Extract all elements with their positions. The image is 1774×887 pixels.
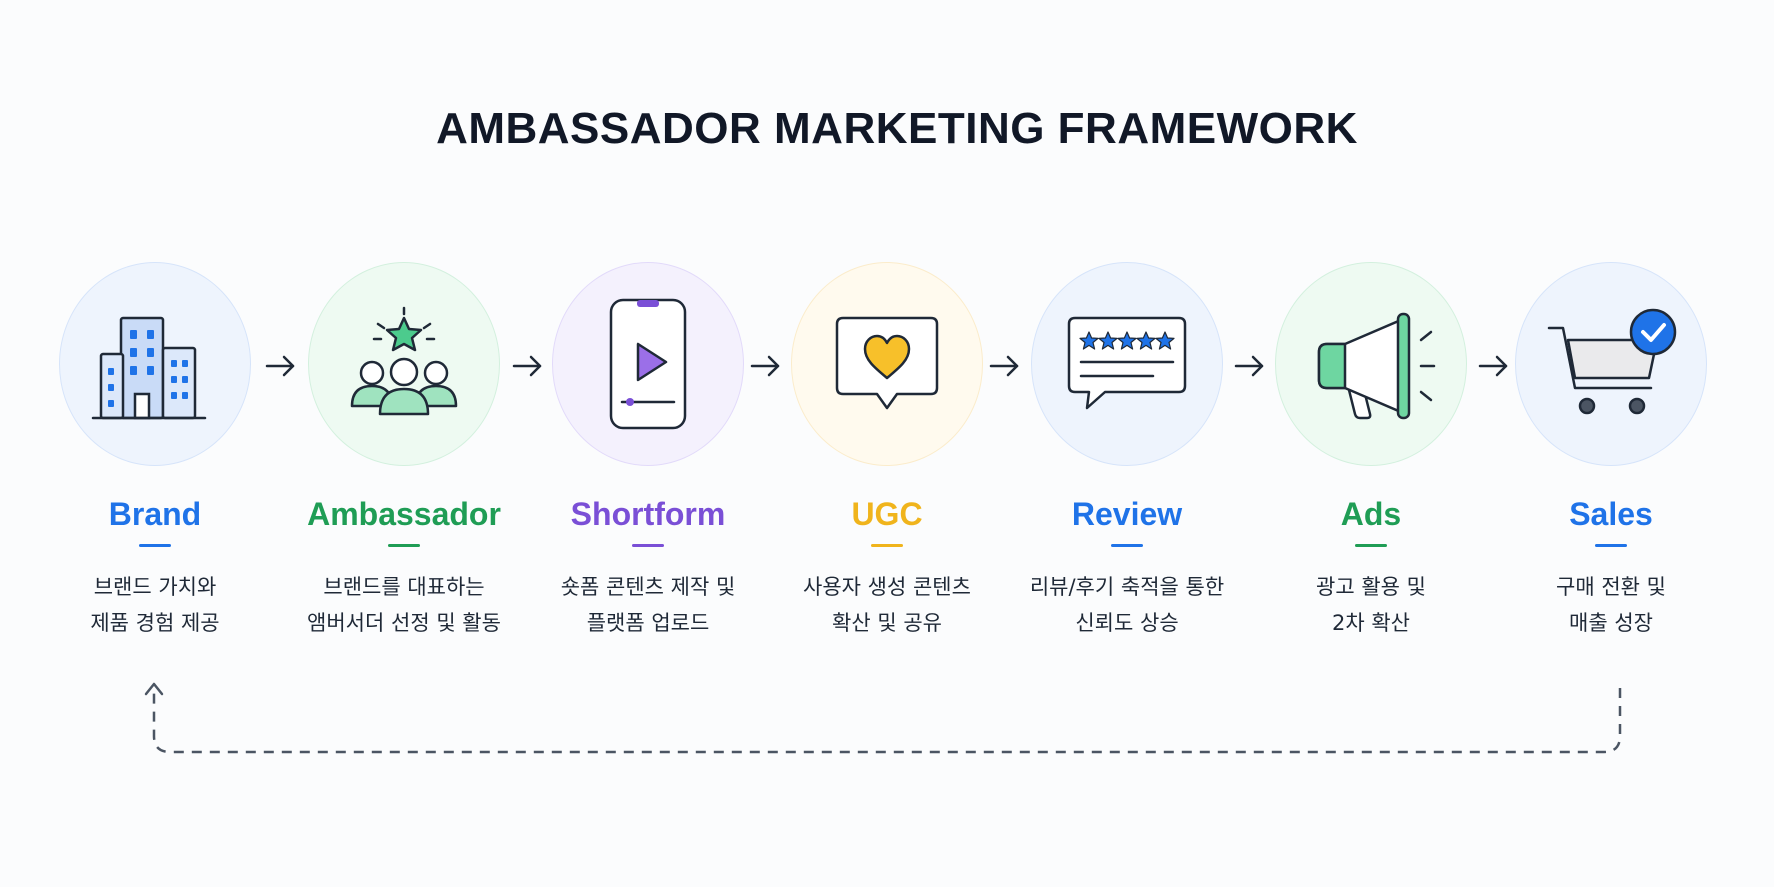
step-underline <box>871 544 903 547</box>
step-description: 숏폼 콘텐츠 제작 및 플랫폼 업로드 <box>561 569 736 641</box>
step-circle <box>1515 262 1707 466</box>
step-description: 리뷰/후기 축적을 통한 신뢰도 상승 <box>1030 569 1224 641</box>
step-label: Ambassador <box>307 496 501 532</box>
heart-chat-icon <box>835 316 939 410</box>
step-label: Review <box>1071 496 1183 532</box>
arrow-right-icon <box>1478 355 1508 377</box>
page-title: AMBASSADOR MARKETING FRAMEWORK <box>436 104 1358 153</box>
step-desc-line: 구매 전환 및 <box>1556 574 1666 599</box>
step-sales: Sales 구매 전환 및 매출 성장 <box>1486 262 1736 641</box>
arrow-right-icon <box>1234 355 1264 377</box>
step-desc-line: 브랜드를 대표하는 <box>323 574 485 599</box>
step-desc-line: 신뢰도 상승 <box>1075 610 1179 635</box>
step-circle <box>1275 262 1467 466</box>
step-desc-line: 브랜드 가치와 <box>93 574 217 599</box>
ambassador-group-icon <box>350 306 458 416</box>
step-underline <box>139 544 171 547</box>
step-desc-line: 광고 활용 및 <box>1316 574 1426 599</box>
arrow-right-icon <box>265 355 295 377</box>
arrow-right-icon <box>989 355 1019 377</box>
step-desc-line: 앰버서더 선정 및 활동 <box>307 610 501 635</box>
shopping-cart-check-icon <box>1547 308 1677 415</box>
smartphone-play-icon <box>609 298 687 430</box>
step-circle <box>1031 262 1223 466</box>
step-desc-line: 숏폼 콘텐츠 제작 및 <box>560 574 736 599</box>
megaphone-icon <box>1317 312 1436 420</box>
step-review: Review 리뷰/후기 축적을 통한 신뢰도 상승 <box>1002 262 1252 641</box>
step-label: Ads <box>1340 496 1402 532</box>
step-desc-line: 2차 확산 <box>1331 610 1410 635</box>
step-circle <box>308 262 500 466</box>
step-ads: Ads 광고 활용 및 2차 확산 <box>1246 262 1496 641</box>
step-shortform: Shortform 숏폼 콘텐츠 제작 및 플랫폼 업로드 <box>523 262 773 641</box>
step-description: 브랜드 가치와 제품 경험 제공 <box>90 569 219 641</box>
step-underline <box>1111 544 1143 547</box>
step-desc-line: 사용자 생성 콘텐츠 <box>803 574 971 599</box>
step-description: 광고 활용 및 2차 확산 <box>1316 569 1426 641</box>
step-description: 브랜드를 대표하는 앰버서더 선정 및 활동 <box>307 569 501 641</box>
arrow-right-icon <box>750 355 780 377</box>
step-desc-line: 매출 성장 <box>1569 610 1653 635</box>
star-review-icon <box>1067 316 1187 410</box>
step-description: 구매 전환 및 매출 성장 <box>1556 569 1666 641</box>
step-desc-line: 리뷰/후기 축적을 통한 <box>1029 574 1225 599</box>
step-underline <box>1595 544 1627 547</box>
step-underline <box>388 544 420 547</box>
building-icon <box>91 316 207 420</box>
step-brand: Brand 브랜드 가치와 제품 경험 제공 <box>30 262 280 641</box>
step-ugc: UGC 사용자 생성 콘텐츠 확산 및 공유 <box>762 262 1012 641</box>
step-label: UGC <box>851 496 923 532</box>
step-label: Shortform <box>570 496 726 532</box>
step-ambassador: Ambassador 브랜드를 대표하는 앰버서더 선정 및 활동 <box>279 262 529 641</box>
step-description: 사용자 생성 콘텐츠 확산 및 공유 <box>803 569 971 641</box>
step-underline <box>632 544 664 547</box>
step-underline <box>1355 544 1387 547</box>
step-label: Brand <box>108 496 202 532</box>
arrow-right-icon <box>512 355 542 377</box>
step-circle <box>59 262 251 466</box>
step-desc-line: 확산 및 공유 <box>832 610 942 635</box>
step-desc-line: 제품 경험 제공 <box>90 610 220 635</box>
step-circle <box>552 262 744 466</box>
step-circle <box>791 262 983 466</box>
step-desc-line: 플랫폼 업로드 <box>586 610 710 635</box>
step-label: Sales <box>1569 496 1653 532</box>
